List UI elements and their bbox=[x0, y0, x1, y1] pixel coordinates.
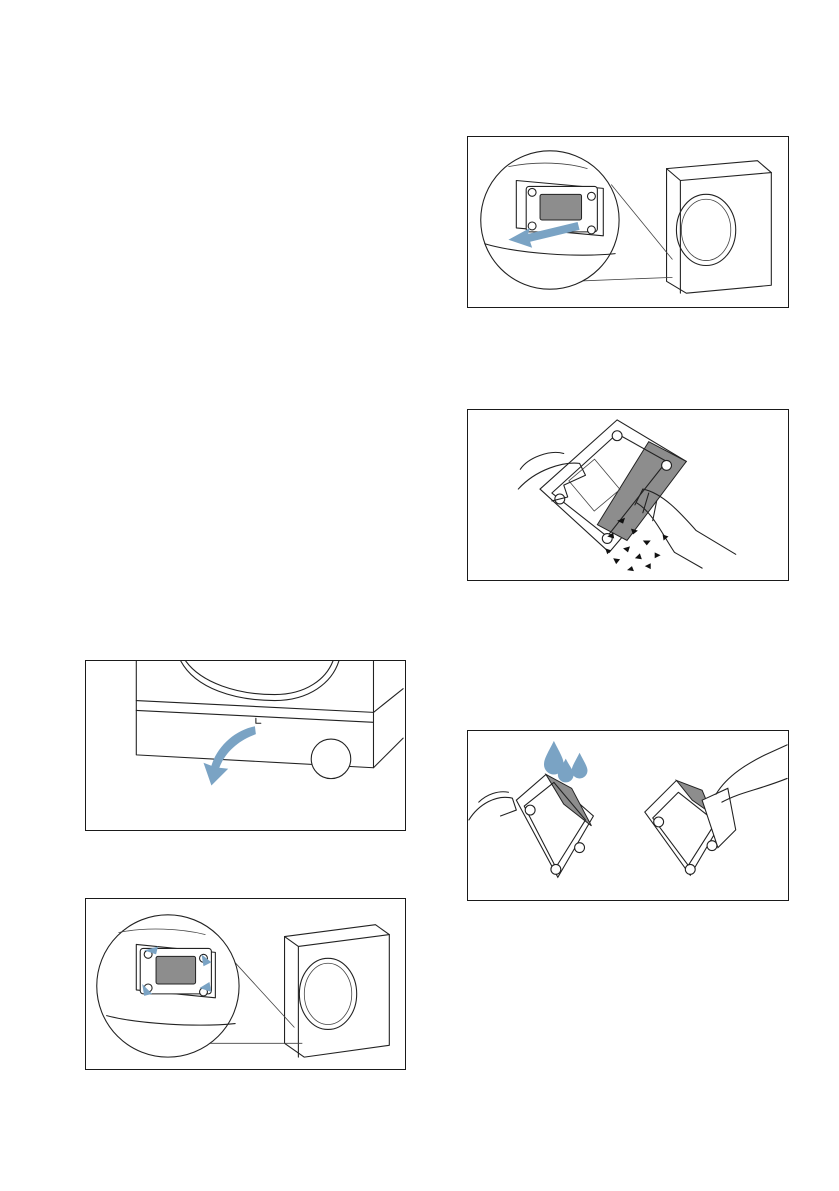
water-drops-icon bbox=[544, 741, 587, 783]
open-service-flap-illustration bbox=[86, 661, 405, 830]
figure-turn-fasteners bbox=[85, 898, 406, 1070]
figure-pull-out-filter bbox=[467, 136, 789, 308]
figure-shake-out-fluff bbox=[467, 409, 789, 581]
shake-out-fluff-illustration bbox=[468, 410, 788, 580]
turn-fasteners-illustration bbox=[86, 899, 405, 1069]
rinse-and-wipe-filter-illustration bbox=[468, 731, 788, 900]
figure-rinse-and-wipe-filter bbox=[467, 730, 789, 901]
pull-out-filter-illustration bbox=[468, 137, 788, 307]
arrow-icon bbox=[203, 726, 255, 785]
figure-open-service-flap bbox=[85, 660, 406, 831]
